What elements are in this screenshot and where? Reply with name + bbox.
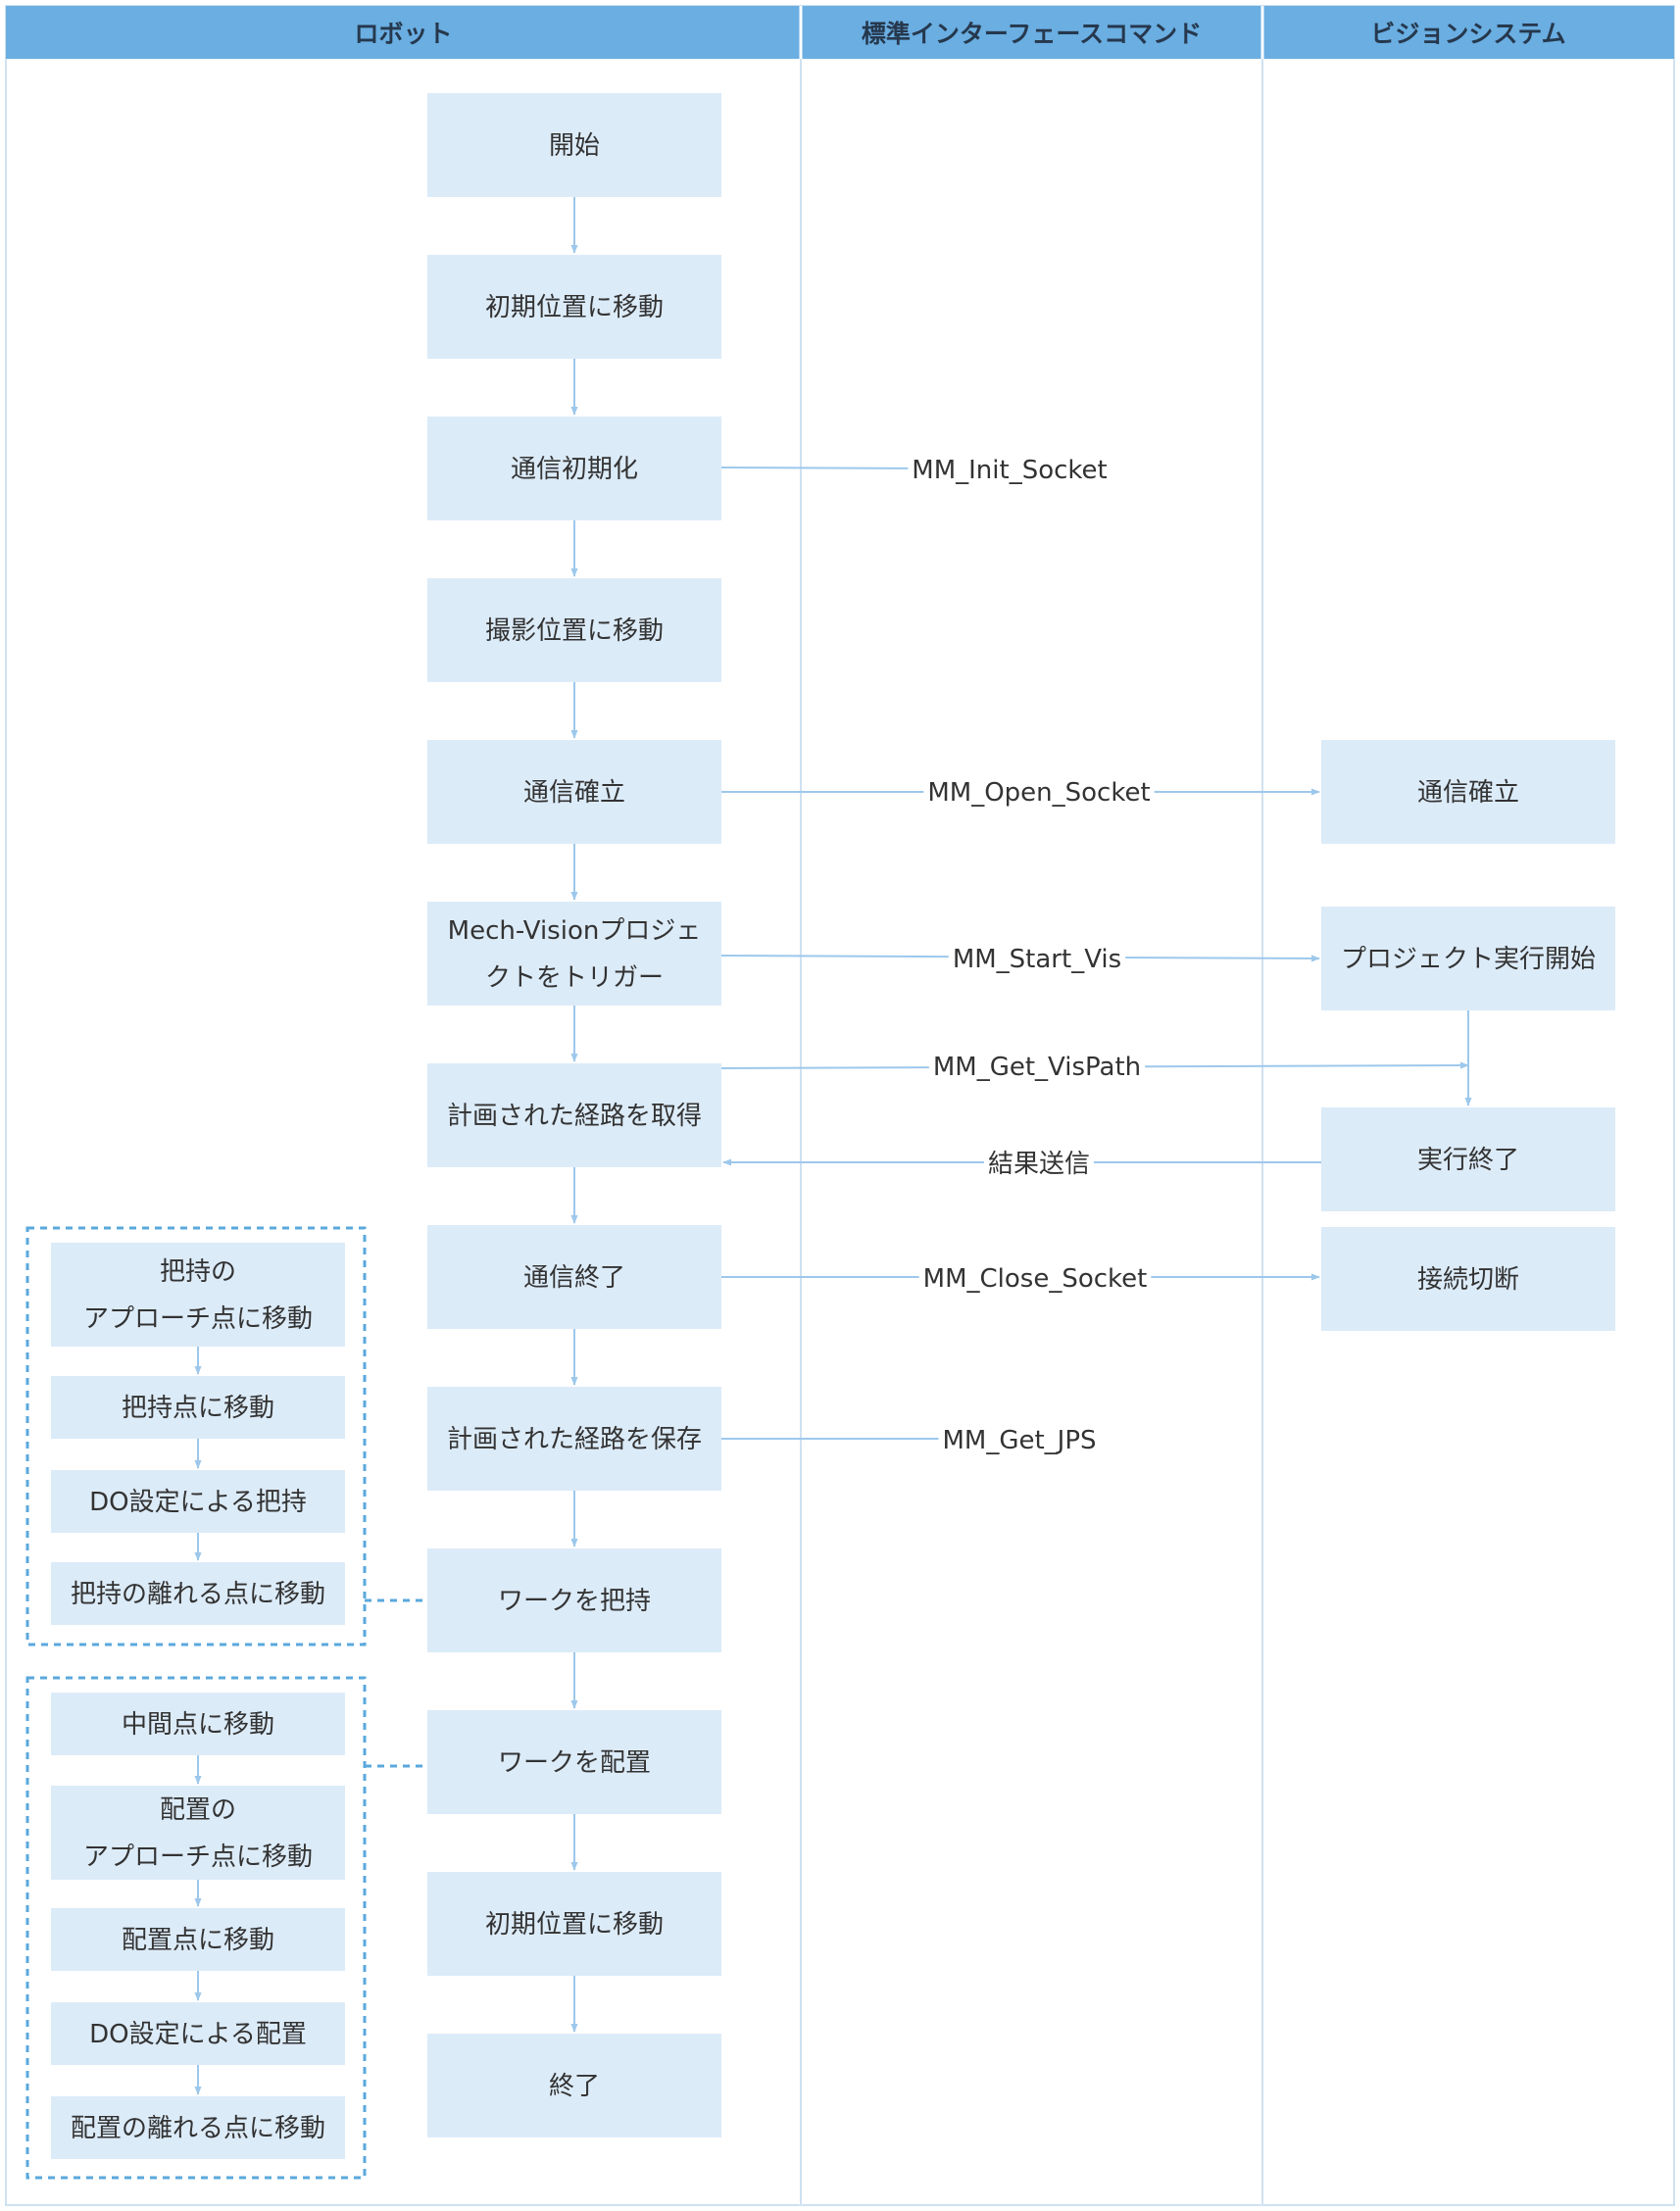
robot-step-get-path-text: 計画された経路を取得 <box>447 1102 702 1131</box>
vision-step-v-done <box>1321 1107 1615 1211</box>
command-label-start-vis-bg <box>948 945 1126 974</box>
vision-step-v-close-text: 接続切断 <box>1417 1265 1519 1295</box>
vision-step-v-open-text: 通信確立 <box>1417 778 1519 808</box>
command-label-send-result: 結果送信 <box>988 1150 1090 1179</box>
robot-step-pick-text: ワークを把持 <box>498 1587 651 1616</box>
command-label-get-vispath: MM_Get_VisPath <box>933 1053 1141 1082</box>
command-label-init-socket-bg <box>908 456 1112 485</box>
pick-group-step-pick-do-text: DO設定による把持 <box>89 1488 307 1517</box>
pick-group-step-pick-retreat <box>51 1562 345 1625</box>
command-label-open-socket: MM_Open_Socket <box>927 778 1150 808</box>
place-group-step-place-approach-text: アプローチ点に移動 <box>83 1842 313 1872</box>
pick-group-step-pick-point-text: 把持点に移動 <box>122 1394 274 1423</box>
place-group-step-place-retreat <box>51 2096 345 2159</box>
pick-group-step-pick-approach-text: 把持の <box>160 1257 236 1287</box>
command-label-close-socket-bg <box>918 1264 1152 1294</box>
lane-title-interface: 標準インターフェースコマンド <box>862 20 1202 48</box>
robot-step-trigger-text: Mech-Visionプロジェ <box>448 916 702 946</box>
command-label-init-socket: MM_Init_Socket <box>912 456 1107 485</box>
robot-step-pick <box>427 1548 721 1652</box>
robot-step-save-path-text: 計画された経路を保存 <box>447 1425 702 1454</box>
robot-step-place <box>427 1710 721 1814</box>
robot-step-move-capture-text: 撮影位置に移動 <box>485 616 664 646</box>
place-group-step-place-point-text: 配置点に移動 <box>122 1926 274 1955</box>
place-group-step-place-point <box>51 1908 345 1971</box>
vision-step-v-done-text: 実行終了 <box>1417 1146 1519 1175</box>
vision-step-v-close <box>1321 1227 1615 1331</box>
lane-header-interface <box>801 6 1262 59</box>
robot-step-move-init-2 <box>427 1872 721 1976</box>
robot-step-move-init <box>427 255 721 359</box>
robot-step-move-init-text: 初期位置に移動 <box>485 293 664 322</box>
robot-step-trigger <box>427 902 721 1006</box>
lane-header-vision <box>1262 6 1674 59</box>
robot-step-init-comm <box>427 417 721 520</box>
command-label-close-socket: MM_Close_Socket <box>923 1264 1148 1294</box>
robot-step-save-path <box>427 1387 721 1491</box>
pick-group-step-pick-approach <box>51 1243 345 1347</box>
robot-step-end <box>427 2034 721 2137</box>
robot-step-place-text: ワークを配置 <box>498 1748 651 1778</box>
pick-group-step-pick-point <box>51 1376 345 1439</box>
pick-group-step-pick-retreat-text: 把持の離れる点に移動 <box>71 1580 325 1609</box>
place-group-frame <box>25 1676 367 2180</box>
robot-step-open-comm <box>427 740 721 844</box>
pick-group-step-pick-do <box>51 1470 345 1533</box>
robot-step-close-comm <box>427 1225 721 1329</box>
pick-group-frame <box>25 1226 367 1646</box>
place-group-step-place-do <box>51 2002 345 2065</box>
robot-step-init-comm-text: 通信初期化 <box>511 455 638 484</box>
robot-step-start-text: 開始 <box>549 131 600 161</box>
command-label-send-result-bg <box>983 1150 1095 1179</box>
robot-step-end-text: 終了 <box>549 2072 600 2101</box>
robot-step-move-init-2-text: 初期位置に移動 <box>485 1910 664 1940</box>
command-label-get-vispath-bg <box>928 1053 1146 1082</box>
command-label-get-jps-bg <box>938 1426 1101 1455</box>
vision-step-v-run <box>1321 907 1615 1010</box>
vision-step-v-open <box>1321 740 1615 844</box>
robot-step-close-comm-text: 通信終了 <box>523 1263 625 1293</box>
place-group-step-place-mid <box>51 1693 345 1755</box>
robot-step-open-comm-text: 通信確立 <box>523 778 625 808</box>
connector-init-socket <box>720 467 932 469</box>
vision-step-v-run-text: プロジェクト実行開始 <box>1341 945 1596 974</box>
place-group-step-place-mid-text: 中間点に移動 <box>122 1710 274 1740</box>
lane-title-vision: ビジョンシステム <box>1370 20 1565 48</box>
robot-step-move-capture <box>427 578 721 682</box>
command-label-open-socket-bg <box>923 778 1155 808</box>
pick-group-step-pick-approach-text: アプローチ点に移動 <box>83 1304 313 1334</box>
command-label-get-jps: MM_Get_JPS <box>942 1426 1096 1455</box>
place-group-step-place-retreat-text: 配置の離れる点に移動 <box>71 2114 325 2143</box>
robot-step-start <box>427 93 721 197</box>
lane-header-robot <box>6 6 801 59</box>
place-group-step-place-approach <box>51 1786 345 1880</box>
place-group-step-place-approach-text: 配置の <box>160 1795 236 1825</box>
robot-step-trigger-text: クトをトリガー <box>485 963 664 993</box>
robot-step-get-path <box>427 1063 721 1167</box>
command-label-start-vis: MM_Start_Vis <box>953 945 1121 974</box>
place-group-step-place-do-text: DO設定による配置 <box>89 2020 307 2049</box>
lane-title-robot: ロボット <box>354 20 452 48</box>
